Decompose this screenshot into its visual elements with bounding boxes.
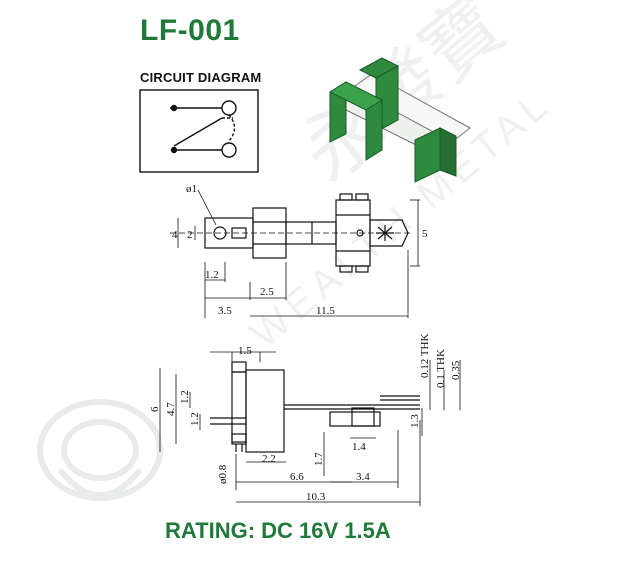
dim-side-0-12: 0.12 THK bbox=[419, 334, 431, 378]
side-view bbox=[159, 351, 461, 506]
product-title: LF-001 bbox=[140, 14, 240, 47]
dim-side-0-35: 0.35 bbox=[450, 360, 462, 380]
dim-side-6: 6 bbox=[149, 406, 161, 412]
dim-side-0-8: ø0.8 bbox=[217, 464, 229, 484]
rating-text: RATING: DC 16V 1.5A bbox=[165, 518, 391, 543]
dim-11-5: 11.5 bbox=[316, 305, 335, 317]
dim-side-3-4: 3.4 bbox=[356, 471, 370, 483]
dim-2: 2 bbox=[187, 229, 193, 241]
dim-side-4-7: 4.7 bbox=[165, 402, 177, 416]
watermark: 永發寶 WEALTH METAL bbox=[37, 0, 560, 501]
dim-4: 4 bbox=[172, 229, 178, 241]
dim-side-1-7: 1.7 bbox=[313, 452, 325, 466]
dim-side-10-3: 10.3 bbox=[306, 491, 326, 503]
watermark-logo bbox=[37, 399, 163, 501]
dim-side-6-6: 6.6 bbox=[290, 471, 304, 483]
dim-side-2-2: 2.2 bbox=[262, 453, 276, 465]
top-view bbox=[170, 189, 420, 318]
dim-side-1-2a: 1.2 bbox=[179, 390, 191, 404]
dim-3-5: 3.5 bbox=[218, 305, 232, 317]
dim-side-1-4: 1.4 bbox=[352, 441, 366, 453]
dim-2-5: 2.5 bbox=[260, 286, 274, 298]
dim-side-0-1: 0.1 THK bbox=[435, 349, 447, 388]
dim-5: 5 bbox=[422, 228, 428, 240]
dim-1-2: 1.2 bbox=[205, 269, 219, 281]
product-3d-view bbox=[328, 57, 471, 183]
circuit-diagram-label: CIRCUIT DIAGRAM bbox=[140, 70, 262, 85]
dim-side-1-2b: 1.2 bbox=[189, 412, 201, 426]
dim-side-1-3: 1.3 bbox=[409, 414, 421, 428]
circuit-diagram bbox=[139, 89, 259, 173]
dim-side-1-5: 1.5 bbox=[238, 345, 252, 357]
dim-hole: ø1 bbox=[186, 183, 197, 195]
